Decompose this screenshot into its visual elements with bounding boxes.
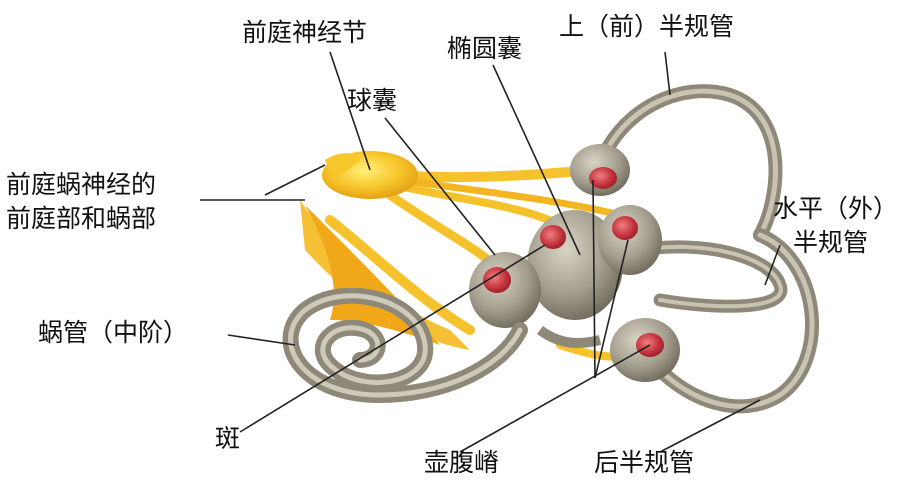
utricle-and-ampullae [527,144,680,382]
label-superior-canal: 上（前）半规管 [559,12,734,42]
label-horizontal-canal: 水平（外） 半规管 [773,192,898,260]
label-saccule: 球囊 [347,86,397,116]
label-vestibulocochlear-nerve-line1: 前庭蜗神经的 [6,168,156,202]
label-horizontal-canal-line1: 水平（外） [773,192,898,226]
label-utricle: 椭圆囊 [447,34,522,64]
label-posterior-canal: 后半规管 [594,448,694,478]
label-cochlear-duct: 蜗管（中阶） [38,318,188,348]
label-horizontal-canal-line2: 半规管 [773,226,898,260]
label-macula: 斑 [215,424,240,454]
label-vestibular-ganglion: 前庭神经节 [242,18,367,48]
label-vestibulocochlear-nerve-line2: 前庭部和蜗部 [6,202,156,236]
label-vestibulocochlear-nerve: 前庭蜗神经的 前庭部和蜗部 [6,168,156,236]
label-crista-ampullaris: 壶腹嵴 [424,448,499,478]
